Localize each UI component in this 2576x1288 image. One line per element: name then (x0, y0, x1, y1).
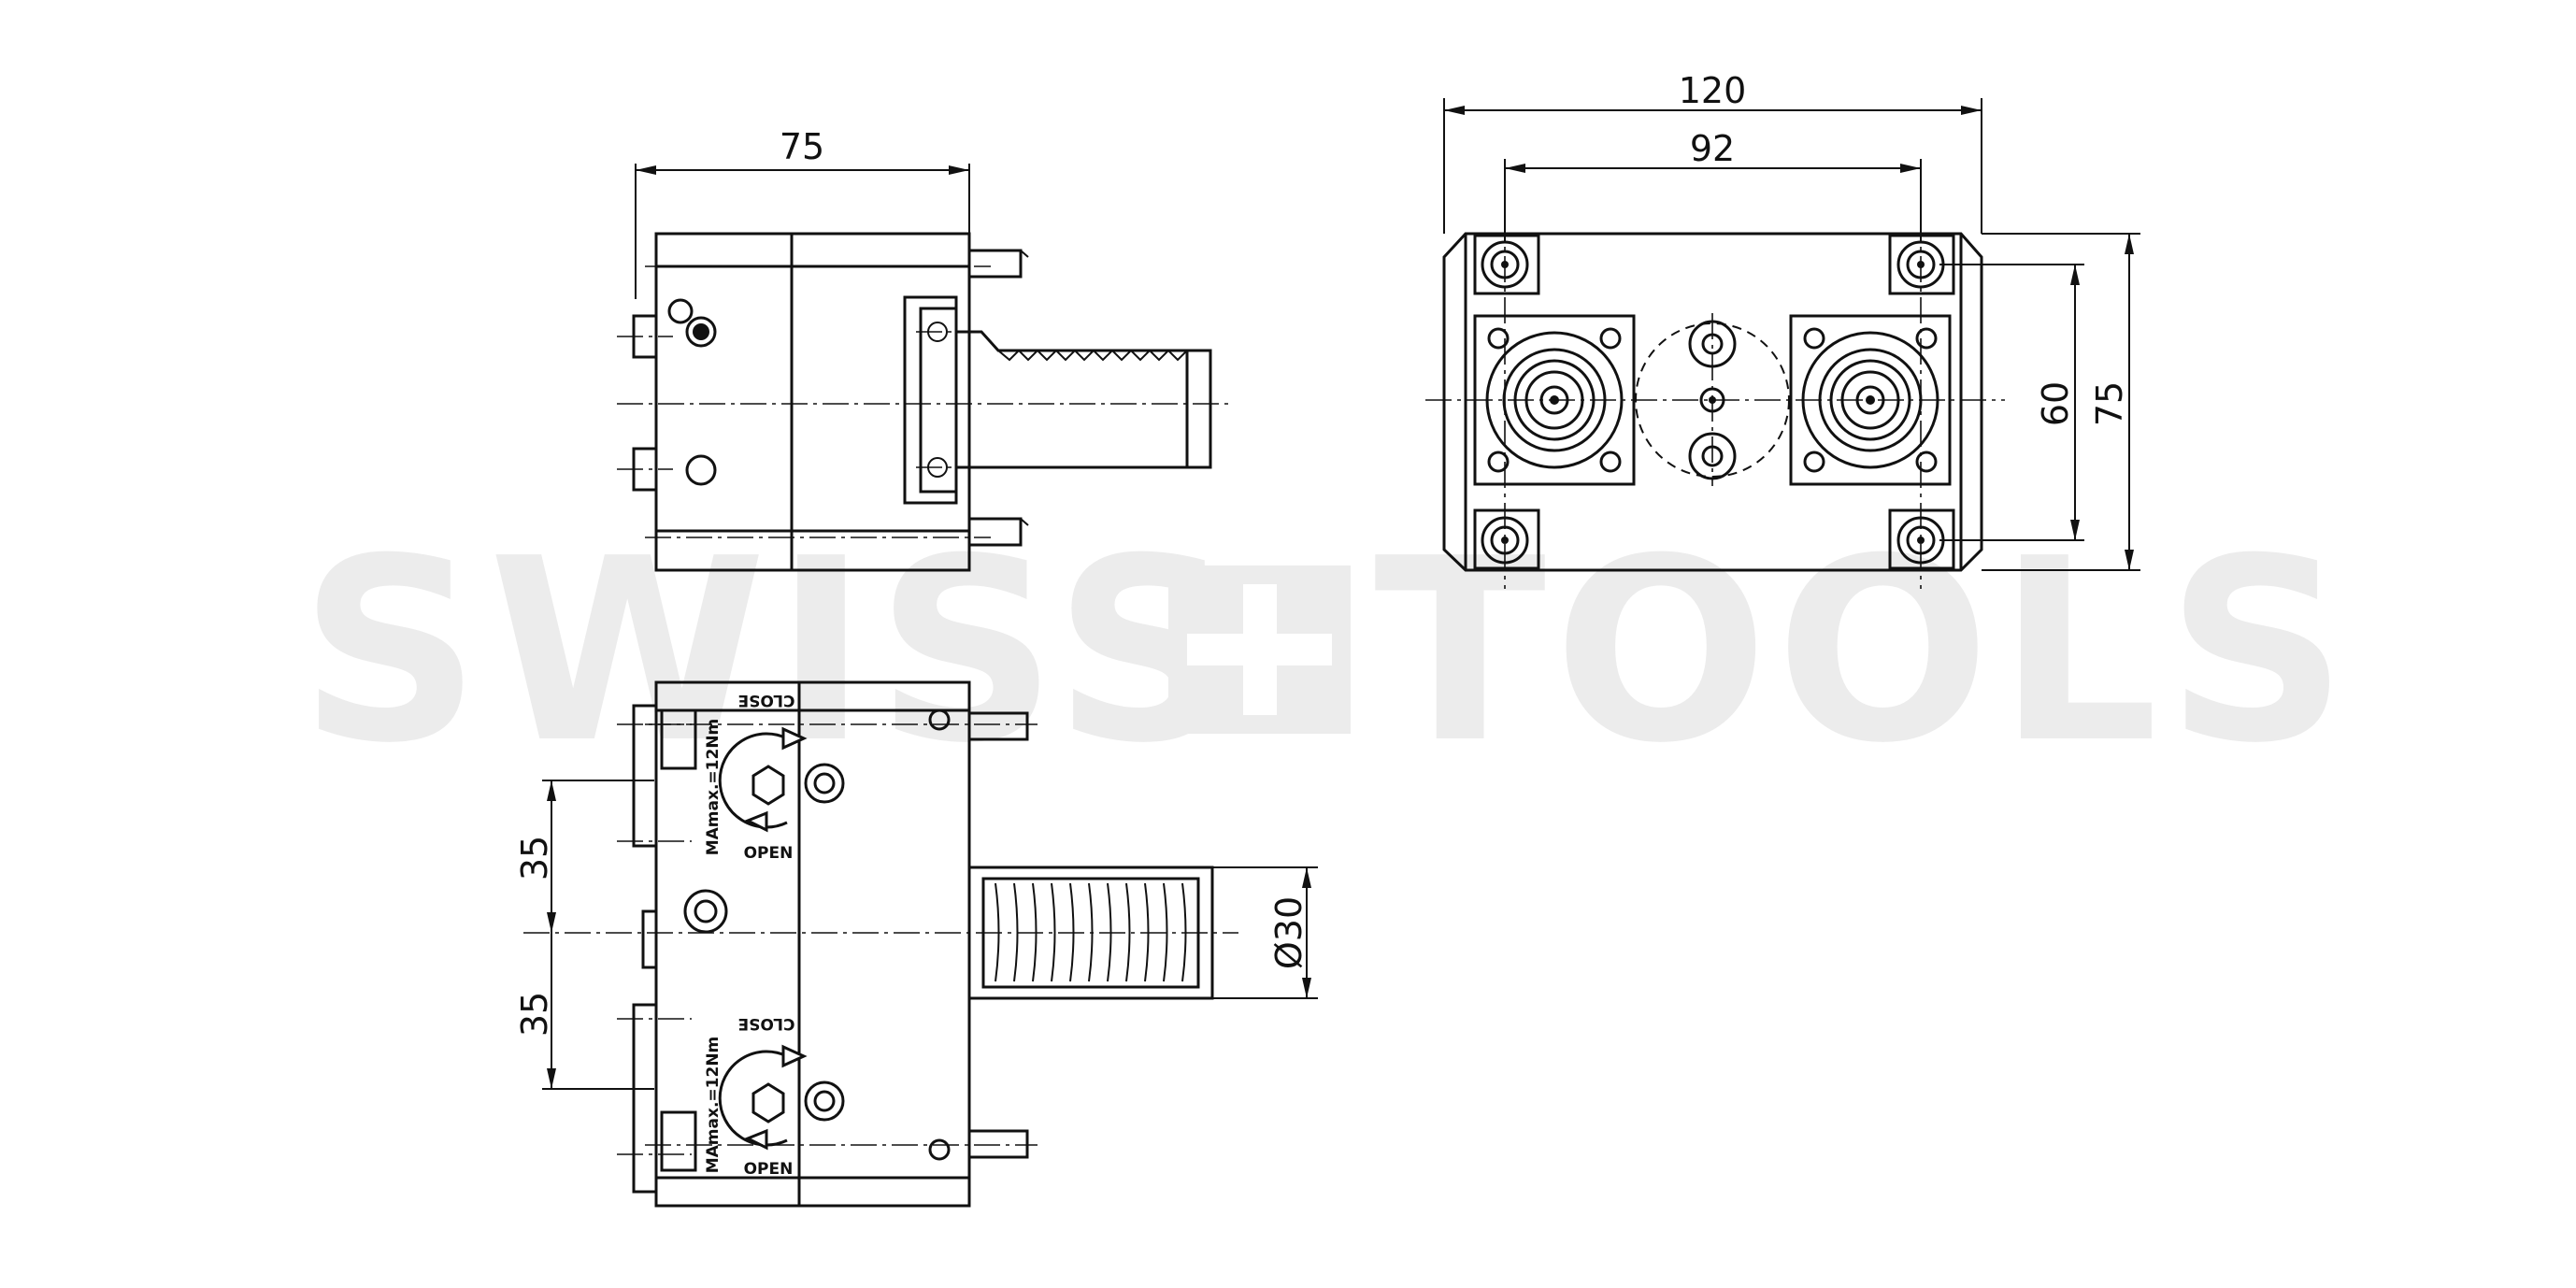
watermark: SWISS TOOLS (299, 504, 2355, 798)
label-torque-top: MAmax.=12Nm (704, 719, 723, 856)
dim-top-lower-offset: 35 (514, 992, 555, 1037)
dim-side-width: 75 (780, 126, 824, 167)
label-close-top: CLOSE (737, 691, 794, 709)
dim-top-upper-offset: 35 (514, 836, 555, 880)
dim-front-height: 75 (2089, 381, 2130, 426)
watermark-left-word: SWISS (299, 504, 1243, 798)
front-view: 120 92 (1425, 70, 2140, 589)
dim-front-width: 120 (1679, 70, 1747, 111)
upper-clamp-screw: CLOSE OPEN MAmax.=12Nm (704, 691, 845, 863)
dim-front-bolt-spacing: 92 (1690, 128, 1735, 169)
label-open-bottom: OPEN (744, 1160, 794, 1179)
label-close-bottom: CLOSE (737, 1014, 794, 1033)
lower-clamp-screw: CLOSE OPEN MAmax.=12Nm (704, 1014, 845, 1179)
label-open-top: OPEN (744, 844, 794, 863)
watermark-cross-icon (1168, 565, 1351, 734)
label-torque-bottom: MAmax.=12Nm (704, 1037, 723, 1174)
top-view: CLOSE OPEN MAmax.=12Nm CLOSE OPEN MAmax.… (514, 680, 1318, 1208)
side-view: 75 (617, 126, 1234, 572)
watermark-right-word: TOOLS (1374, 504, 2355, 798)
dim-shank-diameter: Ø30 (1268, 896, 1309, 969)
dim-front-bolt-height: 60 (2035, 381, 2076, 426)
